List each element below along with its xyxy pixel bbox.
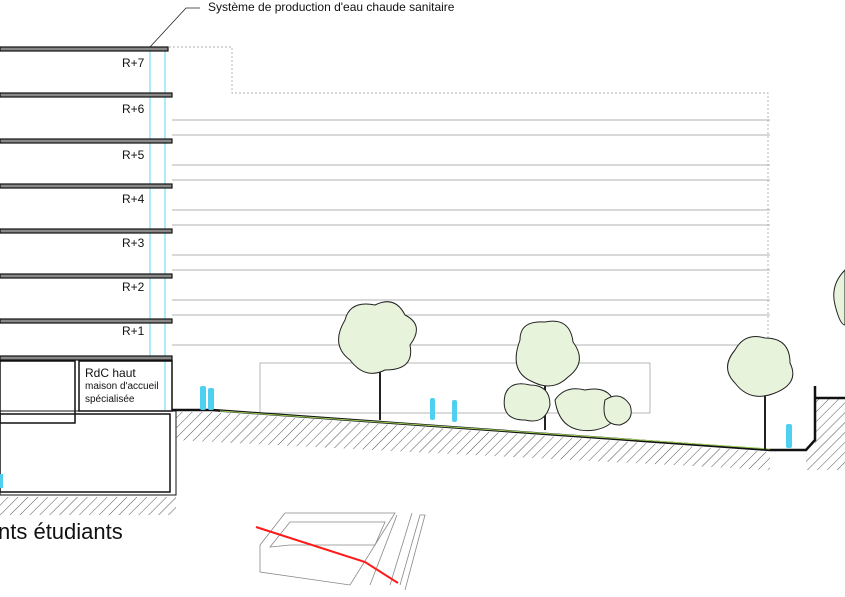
people: [0, 386, 792, 488]
lower-volumes: [0, 360, 177, 496]
ground-line: [172, 386, 817, 452]
annotation-leader: [149, 7, 200, 48]
rdc-title: RdC haut: [85, 366, 136, 380]
floor-label: R+1: [122, 324, 145, 338]
ground-hatch: [0, 417, 176, 515]
floor-label: R+2: [122, 280, 145, 294]
section-cut-line: [255, 526, 399, 584]
floor-label: R+7: [122, 56, 145, 70]
rdc-line1: maison d'accueil: [85, 381, 159, 392]
floor-slabs: [0, 46, 173, 361]
key-plan: [259, 512, 426, 591]
floor-label: R+4: [122, 192, 145, 206]
floor-label: R+6: [122, 102, 145, 116]
trees: [338, 269, 845, 450]
background-building: [165, 46, 770, 414]
ground-hatch: [806, 398, 845, 470]
caption: nts étudiants: [0, 519, 123, 544]
rdc-line2: spécialisée: [85, 394, 135, 405]
ground-hatch: [176, 412, 770, 470]
annotation-label: Système de production d'eau chaude sanit…: [208, 0, 455, 14]
floor-label: R+5: [122, 148, 145, 162]
floor-label: R+3: [122, 236, 145, 250]
